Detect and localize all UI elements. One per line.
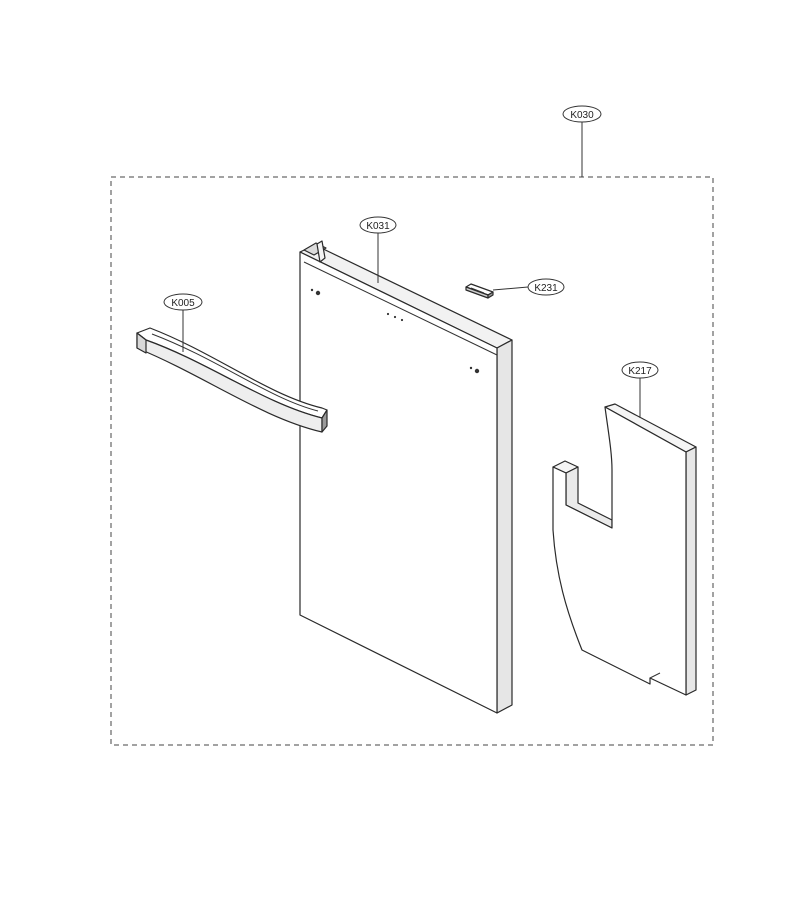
insulation-part [552, 403, 697, 696]
door-panel-part [299, 240, 513, 714]
mounting-hole [474, 368, 480, 374]
callout-label-clip: K231 [534, 283, 558, 294]
callout-handle[interactable]: K005 [163, 293, 203, 352]
callout-insulation[interactable]: K217 [621, 361, 659, 418]
leader-line [492, 286, 529, 291]
callout-bubble [562, 105, 602, 123]
callout-door-panel[interactable]: K031 [359, 216, 397, 283]
callout-label: K031 [366, 221, 390, 232]
callout-bubble [359, 216, 397, 234]
clip-part [465, 283, 494, 299]
callout-label: K005 [171, 298, 195, 309]
callout-bubble [621, 361, 659, 379]
callout-label: K030 [570, 110, 594, 121]
callout-bubble [527, 278, 565, 296]
handle-part [136, 327, 328, 433]
callout-assembly[interactable]: K030 [562, 105, 602, 177]
callout-label: K217 [628, 366, 652, 377]
callout-bubble [163, 293, 203, 311]
assembly-boundary [110, 176, 714, 746]
callout-clip[interactable]: K231 [492, 278, 565, 296]
mounting-hole [315, 290, 321, 296]
